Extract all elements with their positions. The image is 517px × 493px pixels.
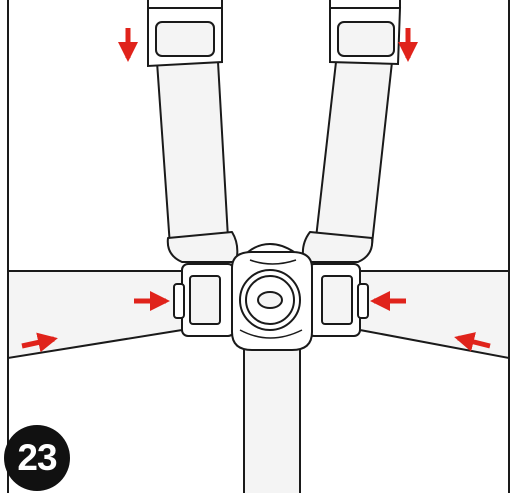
right-waist-tongue: [307, 263, 369, 337]
left-waist-tongue: [173, 263, 235, 337]
arrow-left-icon: [454, 332, 491, 352]
arrow-right-icon: [21, 332, 58, 353]
left-shoulder-strap: [156, 61, 239, 263]
adjustment-arrows: [21, 28, 491, 353]
left-shoulder-adjuster: [147, 0, 223, 68]
right-shoulder-strap: [301, 61, 393, 263]
central-buckle: [231, 242, 313, 351]
step-number-badge: 23: [4, 425, 70, 491]
crotch-strap: [243, 335, 301, 493]
step-number: 23: [17, 437, 57, 478]
right-shoulder-adjuster: [329, 0, 402, 66]
frame: [7, 0, 510, 493]
